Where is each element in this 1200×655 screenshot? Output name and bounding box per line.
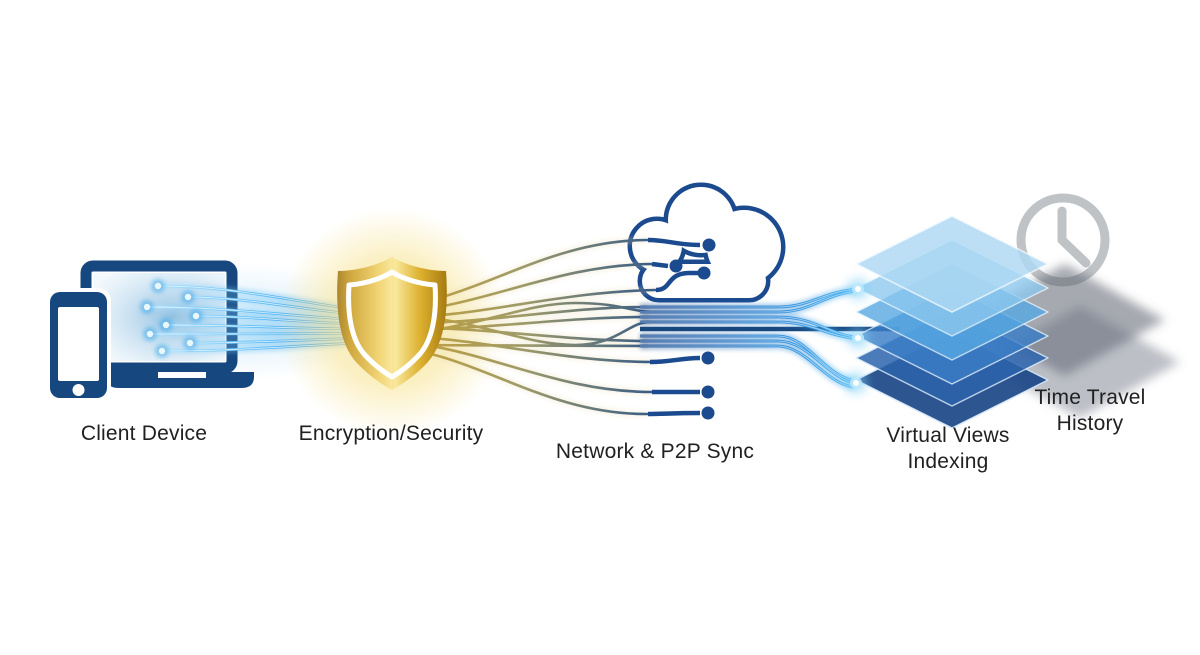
stack-contact-glow-dots — [845, 278, 869, 394]
data-stream-right — [778, 289, 858, 387]
cloud-icon — [627, 182, 786, 303]
circuit-dots — [669, 238, 716, 420]
virtual-views-indexing-label: Virtual Views Indexing — [886, 424, 1010, 473]
layer-stack-icon — [855, 215, 1049, 429]
client-device-label: Client Device — [80, 422, 208, 445]
circuit-traces — [647, 237, 701, 417]
data-stream-left — [140, 279, 400, 358]
time-travel-history-label: Time Travel History — [1034, 386, 1146, 435]
network-p2p-sync-label: Network & P2P Sync — [555, 440, 755, 463]
data-point-dots — [140, 279, 203, 358]
shield-icon — [337, 257, 447, 390]
encryption-security-label: Encryption/Security — [298, 422, 484, 445]
smartphone-icon — [46, 288, 111, 402]
